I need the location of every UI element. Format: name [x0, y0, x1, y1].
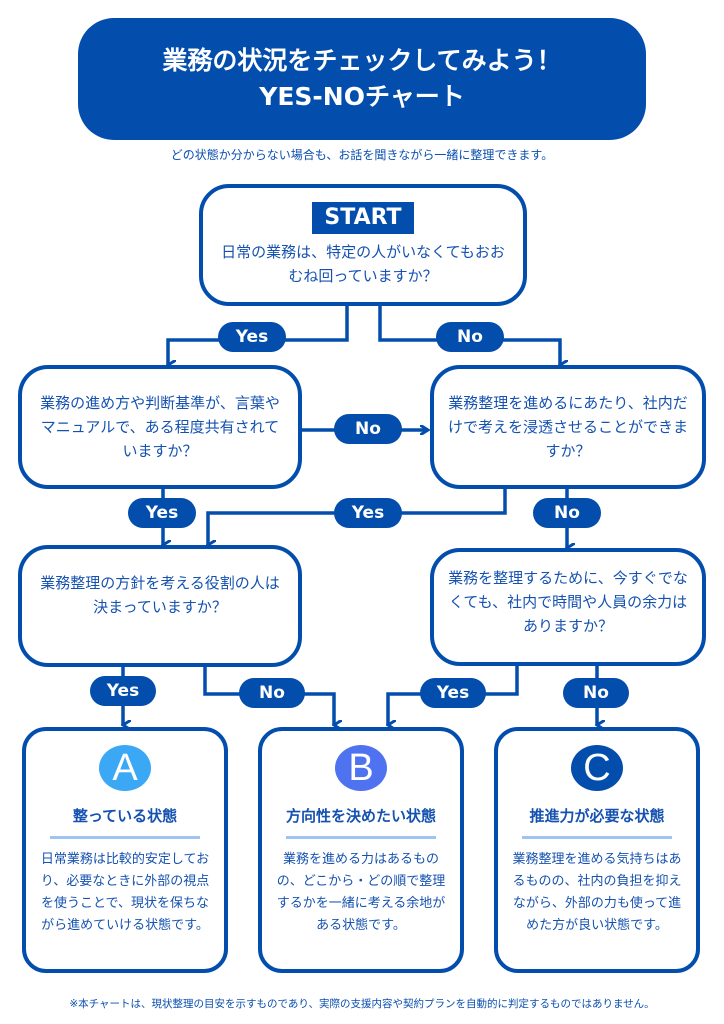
start-question-text: 日常の業務は、特定の人がいなくてもおおむね回っていますか？: [221, 243, 505, 285]
result-card-b: B 方向性を決めたい状態 業務を進める力はあるものの、どこから・どの順で整理する…: [258, 727, 464, 973]
question-box-q5: 業務を整理するために、今すぐでなくても、社内で時間や人員の余力はありますか？: [430, 548, 706, 666]
title-line-1: 業務の状況をチェックしてみよう！: [162, 46, 562, 75]
yes-label-q4: Yes: [90, 676, 156, 706]
result-title-b: 方向性を決めたい状態: [285, 807, 436, 825]
question-box-q4: 業務整理の方針を考える役割の人は決まっていますか？: [18, 545, 302, 667]
question-box-q3: 業務整理を進めるにあたり、社内だけで考えを浸透させることができますか？: [430, 365, 706, 489]
result-badge-c: C: [571, 745, 623, 791]
yes-label-start: Yes: [218, 322, 286, 352]
question-box-q2: 業務の進め方や判断基準が、言葉やマニュアルで、ある程度共有されていますか？: [18, 365, 302, 489]
disclaimer-footer: ※本チャートは、現状整理の目安を示すものであり、実際の支援内容や契約プランを自動…: [69, 998, 655, 1010]
question-text-q2: 業務の進め方や判断基準が、言葉やマニュアルで、ある程度共有されていますか？: [40, 394, 280, 460]
result-card-c: C 推進力が必要な状態 業務整理を進める気持ちはあるものの、社内の負担を抑えなが…: [494, 727, 700, 973]
result-title-c: 推進力が必要な状態: [529, 807, 665, 825]
question-text-q4: 業務整理の方針を考える役割の人は決まっていますか？: [40, 574, 280, 616]
result-description-b: 業務を進める力はあるものの、どこから・どの順で整理するかを一緒に考える余地がある…: [276, 852, 446, 933]
result-description-c: 業務整理を進める気持ちはあるものの、社内の負担を抑えながら、外部の力も使って進め…: [512, 852, 682, 933]
result-divider-a: [50, 836, 200, 839]
no-label-q4: No: [239, 678, 305, 708]
result-divider-c: [522, 836, 672, 839]
no-label-q3: No: [533, 498, 601, 528]
no-label-q2: No: [334, 414, 402, 444]
no-label-start: No: [436, 322, 504, 352]
subtitle: どの状態か分からない場合も、お話を聞きながら一緒に整理できます。: [170, 148, 554, 162]
result-description-a: 日常業務は比較的安定しており、必要なときに外部の視点を使うことで、現状を保ちなが…: [40, 852, 210, 933]
yes-label-q3: Yes: [334, 498, 402, 528]
title-line-2: YES-NOチャート: [259, 82, 465, 111]
title-banner: 業務の状況をチェックしてみよう！ YES-NOチャート: [78, 18, 646, 140]
yes-label-q5: Yes: [420, 678, 486, 708]
question-text-q5: 業務を整理するために、今すぐでなくても、社内で時間や人員の余力はありますか？: [448, 569, 688, 635]
result-badge-a: A: [99, 745, 151, 791]
result-divider-b: [286, 836, 436, 839]
result-title-a: 整っている状態: [72, 807, 178, 825]
no-label-q5: No: [563, 678, 629, 708]
yes-label-q2: Yes: [128, 498, 196, 528]
start-question-box: START 日常の業務は、特定の人がいなくてもおおむね回っていますか？: [199, 184, 527, 306]
result-card-a: A 整っている状態 日常業務は比較的安定しており、必要なときに外部の視点を使うこ…: [22, 727, 228, 973]
result-badge-b: B: [335, 745, 387, 791]
start-badge: START: [312, 202, 414, 234]
question-text-q3: 業務整理を進めるにあたり、社内だけで考えを浸透させることができますか？: [448, 394, 689, 460]
